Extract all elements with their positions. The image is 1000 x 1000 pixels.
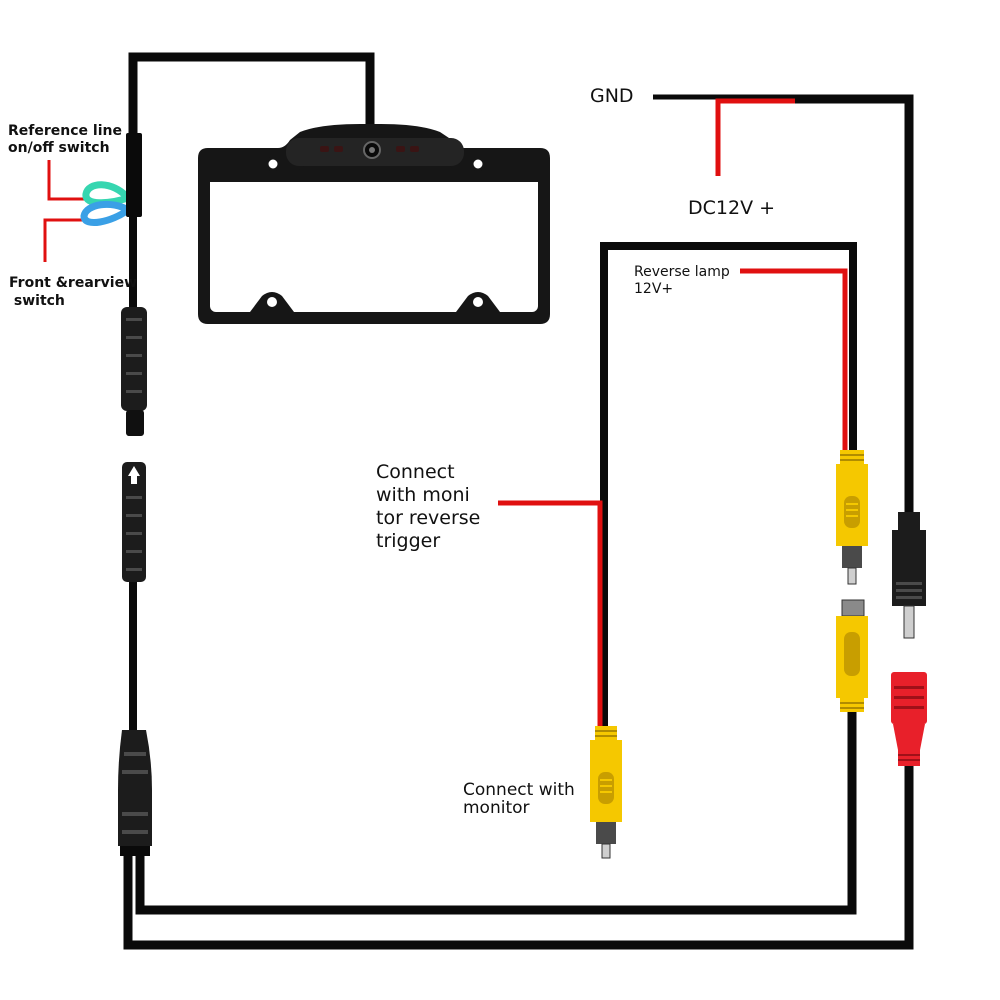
reverse-trigger-red-wire [498, 500, 603, 728]
rca-plug-monitor-icon [590, 726, 622, 859]
license-plate-frame-camera-icon [198, 124, 550, 324]
front-rear-switch-loop [80, 200, 132, 227]
cable-splitter-icon [118, 730, 152, 856]
dc-power-socket-red-icon [891, 672, 927, 766]
front-rear-switch-pointer [43, 218, 90, 262]
rca-plug-reverse-lamp-icon [836, 450, 868, 585]
dc12v-label: DC12V + [688, 197, 775, 219]
reverse-lamp-red-wire [740, 268, 848, 452]
red-wires [43, 98, 848, 728]
dc-power-cable [795, 94, 914, 512]
reference-switch-loop [82, 181, 132, 207]
aviation-plug-female-icon [122, 462, 146, 582]
video-cable-loop [135, 710, 857, 915]
reverse-lamp-label: Reverse lamp 12V+ [634, 264, 734, 297]
front-rear-switch-label: Front &rearview switch [9, 275, 142, 309]
dc-power-plug-icon [892, 512, 926, 639]
labels: Reference line on/off switch Front &rear… [8, 85, 775, 818]
black-cables [123, 52, 914, 950]
ir-leds [320, 146, 419, 152]
rca-socket-video-icon [836, 599, 868, 712]
camera-cable [128, 52, 375, 143]
connect-monitor-label: Connect with monitor [463, 780, 580, 818]
reverse-trigger-label: Connect with moni tor reverse trigger [376, 461, 486, 552]
switch-loops [80, 133, 142, 227]
power-cable-loop [123, 765, 914, 950]
reference-switch-pointer [47, 160, 90, 201]
reference-switch-label: Reference line on/off switch [8, 123, 127, 156]
switch-junction [126, 133, 142, 217]
gnd-label: GND [590, 85, 634, 107]
dc12v-red-wire [715, 98, 795, 176]
aviation-plug-male-icon [121, 307, 147, 436]
monitor-cable-loop [600, 242, 857, 728]
